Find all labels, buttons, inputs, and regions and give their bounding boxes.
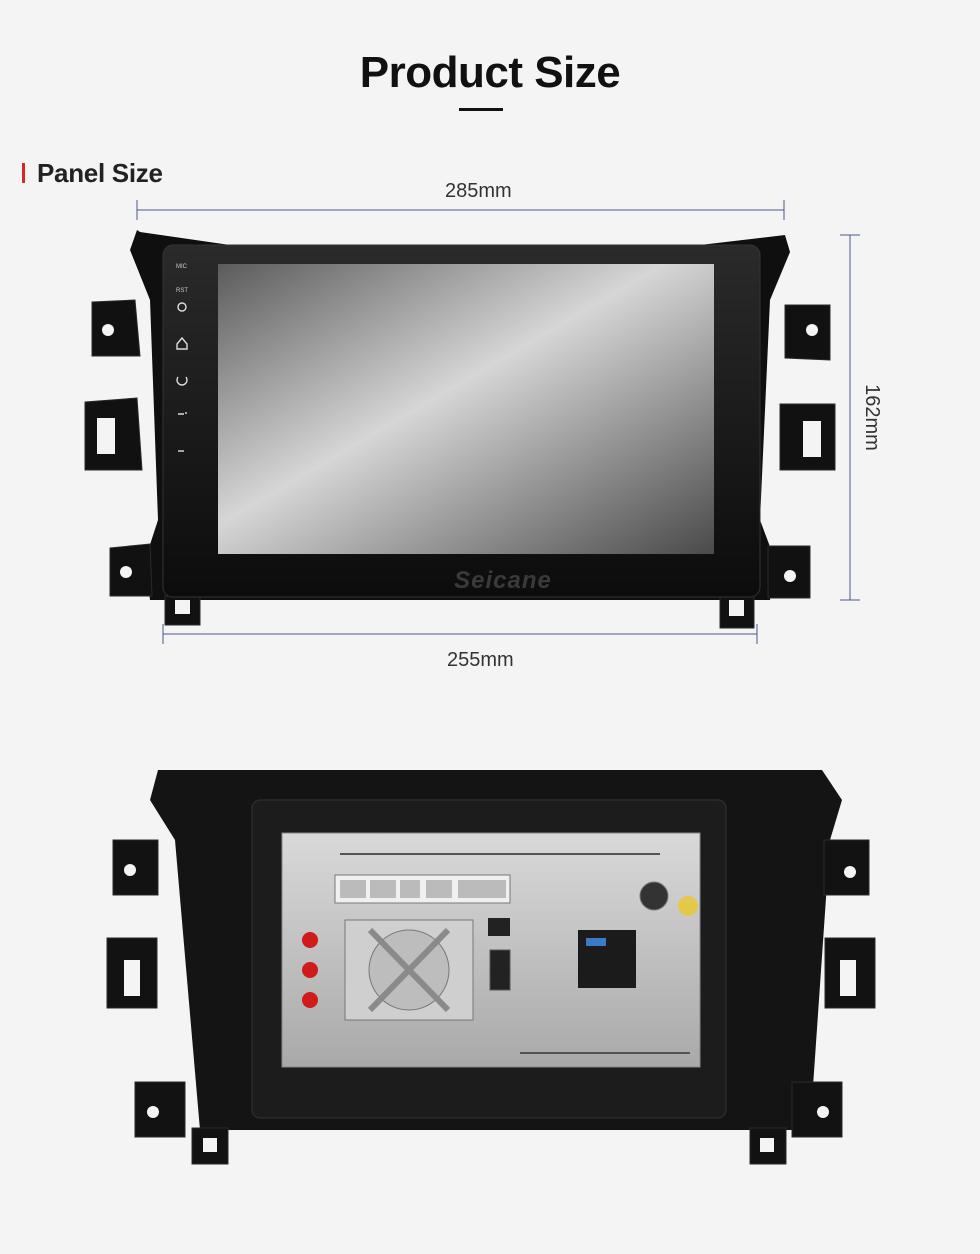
brand-logo: Seicane — [454, 567, 552, 594]
dimension-lines — [136, 200, 860, 644]
section-heading: Panel Size — [22, 158, 163, 188]
title-underline — [459, 108, 503, 111]
top-width-label: 285mm — [445, 180, 512, 202]
back-panel — [106, 770, 876, 1165]
svg-text:RST: RST — [176, 288, 188, 294]
front-panel: MIC RST Seicane — [84, 230, 836, 629]
bottom-width-label: 255mm — [447, 649, 514, 671]
page-title: Product Size — [359, 48, 621, 97]
section-marker — [22, 163, 25, 183]
section-label: Panel Size — [37, 157, 163, 188]
svg-text:MIC: MIC — [176, 264, 188, 270]
